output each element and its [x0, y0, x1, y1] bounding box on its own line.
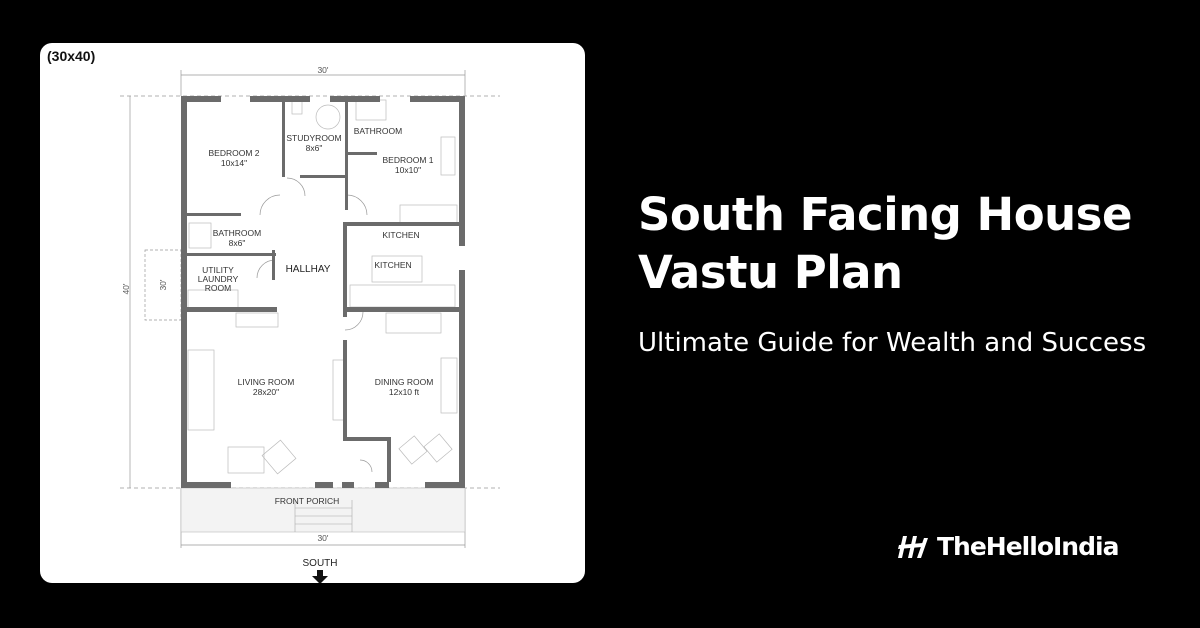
room-bedroom2-name: BEDROOM 2 — [208, 148, 259, 158]
direction-label: SOUTH — [303, 558, 338, 569]
room-bathroom-size: 8x6" — [229, 238, 246, 248]
brand-logo-icon — [898, 535, 928, 558]
porch-area — [180, 487, 466, 533]
floor-plan: 30' 30' 40' 30' — [120, 65, 500, 583]
room-study-name: STUDYROOM — [286, 133, 341, 143]
room-dining-size: 12x10 ft — [389, 387, 420, 397]
dim-left-inner: 30' — [158, 279, 168, 290]
room-living-size: 28x20" — [253, 387, 279, 397]
room-bathroom-top-name: BATHROOM — [354, 126, 402, 136]
room-bedroom1-name: BEDROOM 1 — [382, 155, 433, 165]
brand-name: TheHelloIndia — [937, 532, 1119, 561]
porch-steps — [294, 500, 353, 532]
room-living-name: LIVING ROOM — [238, 377, 295, 387]
dim-left: 40' — [121, 283, 131, 294]
room-kitchen-top-name: KITCHEN — [382, 230, 419, 240]
room-dining-name: DINING ROOM — [375, 377, 434, 387]
room-study-size: 8x6" — [306, 143, 323, 153]
room-bathroom-name: BATHROOM — [213, 228, 261, 238]
walls — [181, 96, 465, 488]
floor-plan-card: (30x40) 30' 30' 40' 30' — [40, 43, 585, 583]
room-utility-line3: ROOM — [205, 283, 231, 293]
dim-top: 30' — [317, 65, 328, 75]
room-porch-name: FRONT PORICH — [275, 496, 340, 506]
room-kitchen-name: KITCHEN — [374, 260, 411, 270]
room-utility-line2: LAUNDRY — [198, 274, 239, 284]
room-bedroom2-size: 10x14" — [221, 158, 247, 168]
room-hallway-name: HALLHAY — [286, 264, 331, 275]
room-bedroom1-size: 10x10" — [395, 165, 421, 175]
south-arrow-icon — [312, 570, 328, 583]
dim-bottom: 30' — [317, 533, 328, 543]
plan-size-tag: (30x40) — [47, 48, 96, 64]
room-utility-line1: UTILITY — [202, 265, 234, 275]
brand-logo: TheHelloIndia — [897, 532, 1119, 561]
page-title: South Facing House Vastu Plan — [638, 188, 1132, 299]
page-subtitle: Ultimate Guide for Wealth and Success — [638, 328, 1147, 358]
